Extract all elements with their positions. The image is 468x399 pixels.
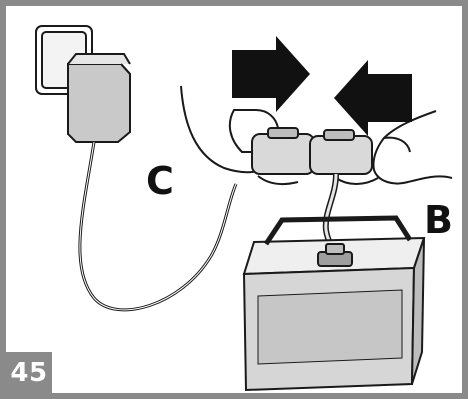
label-battery: B	[424, 201, 453, 239]
arrow-left-icon	[334, 60, 412, 136]
charger-adapter	[68, 54, 130, 142]
battery	[244, 218, 424, 390]
arrow-right-icon	[232, 36, 310, 112]
battery-charging-illustration	[6, 6, 462, 393]
step-number-badge: 45	[6, 352, 52, 393]
figure-canvas: C B 45	[6, 6, 462, 393]
label-charger: C	[146, 162, 174, 200]
